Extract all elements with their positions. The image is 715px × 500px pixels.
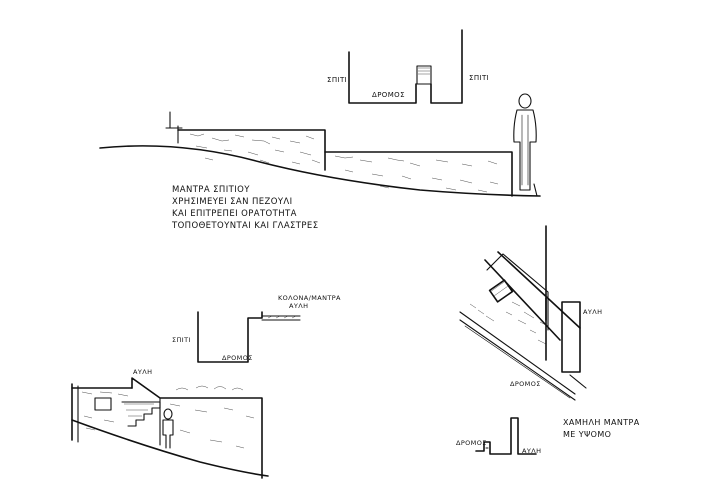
note-line-1: ΜΑΝΤΡΑ ΣΠΙΤΙΟΥ [172,185,250,195]
low-wall-note-line-1: ΧΑΜΗΛΗ ΜΑΝΤΡΑ [563,418,640,427]
section-bottom: ΑΥΛΗ [71,368,269,479]
plan-middle-left-label: ΣΠΙΤΙ [172,336,191,344]
plan-top-right-label: ΣΠΙΤΙ [469,74,489,82]
plan-top-left-label: ΣΠΙΤΙ [327,76,347,84]
low-wall-road-label: ΔΡΟΜΟΣ [456,439,487,447]
plan-middle-top-label: ΚΟΛΟΝΑ/ΜΑΝΤΡΑ [278,294,341,302]
low-wall-note-line-2: ΜΕ ΥΨΟΜΟ [563,430,611,439]
note-line-2: ΧΡΗΣΙΜΕΥΕΙ ΣΑΝ ΠΕΖΟΥΛΙ [172,197,293,207]
plan-middle: ΚΟΛΟΝΑ/ΜΑΝΤΡΑ ΑΥΛΗ ΣΠΙΤΙ ΔΡΟΜΟΣ [172,294,341,363]
section-top [99,93,541,197]
plan-middle-top-label-2: ΑΥΛΗ [289,302,308,310]
plan-middle-road-label: ΔΡΟΜΟΣ [222,354,253,362]
plan-low-wall: ΔΡΟΜΟΣ ΑΥΛΗ ΧΑΜΗΛΗ ΜΑΝΤΡΑ ΜΕ ΥΨΟΜΟ [456,417,640,455]
low-wall-aula-label: ΑΥΛΗ [522,447,541,455]
note-line-3: ΚΑΙ ΕΠΙΤΡΕΠΕΙ ΟΡΑΤΟΤΗΤΑ [172,209,297,219]
plan-top: ΣΠΙΤΙ ΣΠΙΤΙ ΔΡΟΜΟΣ [327,29,489,104]
note-block: ΜΑΝΤΡΑ ΣΠΙΤΙΟΥ ΧΡΗΣΙΜΕΥΕΙ ΣΑΝ ΠΕΖΟΥΛΙ ΚΑ… [171,185,318,231]
section-bottom-aula-label: ΑΥΛΗ [133,368,152,376]
note-line-4: ΤΟΠΟΘΕΤΟΥΝΤΑΙ ΚΑΙ ΓΛΑΣΤΡΕΣ [171,221,318,231]
person-figure-small [162,408,174,449]
plan-top-road-label: ΔΡΟΜΟΣ [372,91,405,99]
person-figure [513,93,538,197]
persp-road-label: ΔΡΟΜΟΣ [510,380,541,388]
perspective-sketch: ΑΥΛΗ ΔΡΟΜΟΣ [459,225,602,401]
persp-aula-label: ΑΥΛΗ [583,308,602,316]
